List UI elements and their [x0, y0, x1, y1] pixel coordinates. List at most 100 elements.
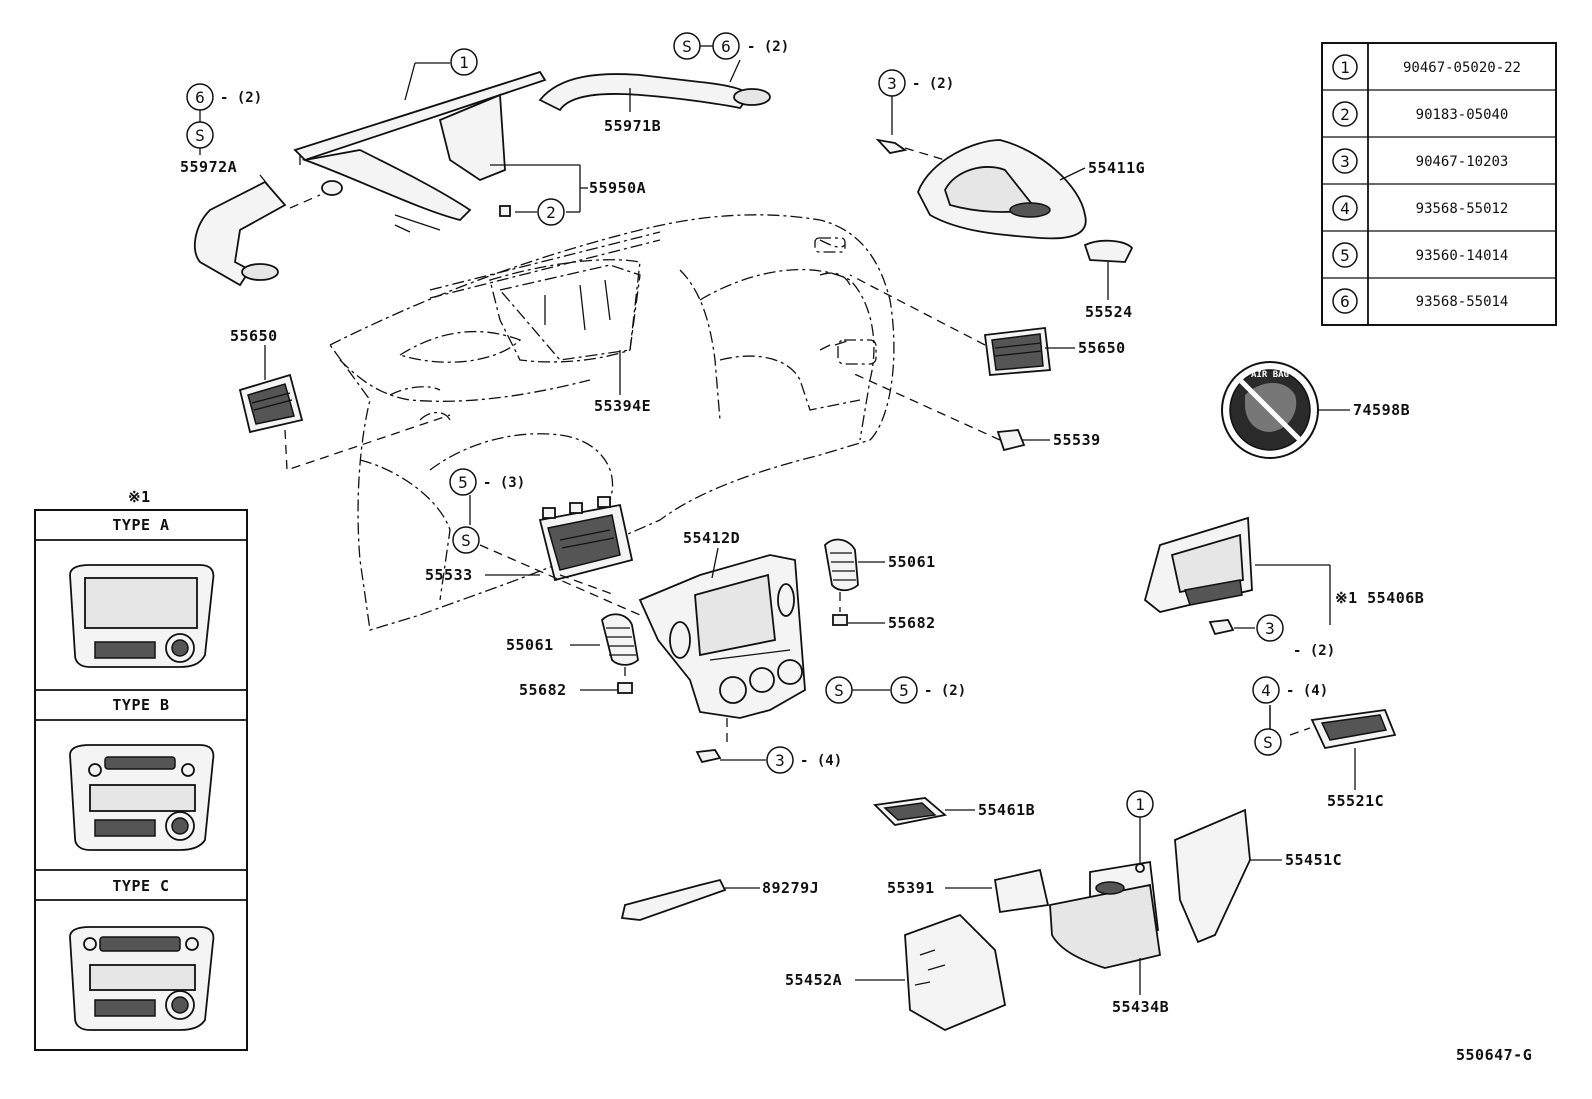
console-side-panel — [1174, 808, 1251, 944]
center-lower-panel — [1143, 516, 1253, 613]
label-55650-left: 55650 — [230, 327, 278, 345]
clip-55406b — [1208, 619, 1235, 636]
register-left — [238, 373, 304, 434]
callout-s-top: S — [673, 32, 701, 60]
svg-text:- (4): - (4) — [800, 753, 842, 769]
svg-text:90183-05040: 90183-05040 — [1416, 107, 1509, 123]
register-right — [983, 327, 1052, 376]
center-cluster-panel — [638, 554, 806, 719]
clip-2 — [499, 205, 511, 217]
label-55411g: 55411G — [1088, 159, 1145, 177]
callout-4-right: 4 - (4) — [1252, 676, 1328, 704]
svg-text:- (2): - (2) — [220, 90, 262, 106]
label-55394e: 55394E — [594, 397, 651, 415]
airbag-warning-label: AIR BAG — [1221, 361, 1319, 459]
label-55451c: 55451C — [1285, 851, 1342, 869]
type-a-panel-illustration — [69, 564, 215, 668]
label-55461b: 55461B — [978, 801, 1035, 819]
side-vent-right — [824, 538, 859, 592]
callout-3-top: 3 - (2) — [878, 69, 954, 135]
label-55971b: 55971B — [604, 117, 661, 135]
defroster-nozzle — [293, 70, 547, 233]
label-55533: 55533 — [425, 566, 473, 584]
fastener-row: 4 93568-55012 — [1332, 195, 1508, 221]
svg-text:90467-10203: 90467-10203 — [1416, 154, 1509, 170]
label-74598b: 74598B — [1353, 401, 1410, 419]
svg-text:S: S — [682, 37, 692, 56]
airbag-label-text: AIR BAG — [1251, 370, 1289, 380]
svg-text:3: 3 — [887, 74, 897, 93]
callout-2: 2 — [537, 198, 565, 226]
type-b-panel-illustration — [69, 744, 215, 851]
svg-text:S: S — [195, 126, 205, 145]
svg-text:3: 3 — [1265, 619, 1275, 638]
svg-text:- (2): - (2) — [747, 39, 789, 55]
callout-5-left: 5 - (3) — [449, 468, 525, 496]
svg-text:6: 6 — [195, 88, 205, 107]
svg-text:- (2): - (2) — [924, 683, 966, 699]
callout-3-right: 3 - (2) — [1256, 614, 1335, 659]
ref-mark: ※1 — [128, 488, 151, 506]
fastener-table: 1 90467-05020-22 2 90183-05040 3 90467-1… — [1321, 42, 1557, 326]
fastener-row: 3 90467-10203 — [1332, 148, 1509, 174]
callout-s-right: S — [825, 676, 853, 704]
console-box — [1049, 860, 1162, 969]
console-lid — [993, 868, 1050, 914]
svg-text:2: 2 — [1340, 105, 1350, 124]
callout-6-top: 6 - (2) — [700, 32, 789, 60]
svg-text:5: 5 — [899, 681, 909, 700]
fastener-row: 5 93560-14014 — [1332, 242, 1509, 268]
label-55452a: 55452A — [785, 971, 842, 989]
clip-55539 — [996, 429, 1026, 452]
svg-text:S: S — [1263, 733, 1273, 752]
type-c-heading: TYPE C — [112, 877, 169, 895]
audio-bracket — [538, 496, 634, 582]
coin-box — [873, 797, 947, 826]
label-55521c: 55521C — [1327, 792, 1384, 810]
clip-55411g — [875, 138, 908, 154]
svg-text:1: 1 — [459, 53, 469, 72]
label-55406b: ※1 55406B — [1335, 589, 1424, 607]
svg-text:6: 6 — [1340, 292, 1350, 311]
label-55950a: 55950A — [589, 179, 646, 197]
svg-text:93560-14014: 93560-14014 — [1416, 248, 1509, 264]
svg-text:S: S — [834, 681, 844, 700]
console-body — [904, 913, 1007, 1032]
label-89279j: 89279J — [762, 879, 819, 897]
callout-1-top: 1 — [450, 48, 478, 76]
type-a-heading: TYPE A — [112, 516, 169, 534]
fastener-row: 2 90183-05040 — [1332, 101, 1509, 127]
svg-text:1: 1 — [1340, 58, 1350, 77]
svg-text:4: 4 — [1340, 199, 1350, 218]
label-55650-right: 55650 — [1078, 339, 1126, 357]
callout-3-bottom: 3 - (4) — [766, 746, 842, 774]
svg-text:5: 5 — [458, 473, 468, 492]
svg-text:3: 3 — [1340, 152, 1350, 171]
svg-text:4: 4 — [1261, 681, 1271, 700]
label-55434b: 55434B — [1112, 998, 1169, 1016]
type-b-heading: TYPE B — [112, 696, 169, 714]
fastener-row: 6 93568-55014 — [1332, 288, 1508, 314]
drawing-code: 550647-G — [1456, 1046, 1532, 1064]
clip-55682-right — [832, 614, 848, 626]
type-variants-panel: ※1 TYPE A TYPE B TYPE C — [34, 488, 248, 1051]
callout-1-bottom: 1 — [1126, 790, 1154, 818]
svg-text:5: 5 — [1340, 246, 1350, 265]
trim-strip — [620, 878, 727, 921]
label-55682-right: 55682 — [888, 614, 936, 632]
callout-s-mid: S — [452, 526, 480, 554]
fastener-row: 1 90467-05020-22 — [1332, 54, 1521, 80]
svg-text:2: 2 — [546, 203, 556, 222]
label-55061-right: 55061 — [888, 553, 936, 571]
label-55972a: 55972A — [180, 158, 237, 176]
label-55682-left: 55682 — [519, 681, 567, 699]
clip-55682-left — [617, 682, 633, 694]
instrument-panel-body — [329, 214, 895, 631]
callout-5-right: 5 - (2) — [890, 676, 966, 704]
clip-bottom — [695, 749, 722, 764]
svg-text:6: 6 — [721, 37, 731, 56]
svg-text:90467-05020-22: 90467-05020-22 — [1403, 60, 1521, 76]
svg-text:S: S — [461, 531, 471, 550]
type-c-panel-illustration — [69, 926, 215, 1031]
